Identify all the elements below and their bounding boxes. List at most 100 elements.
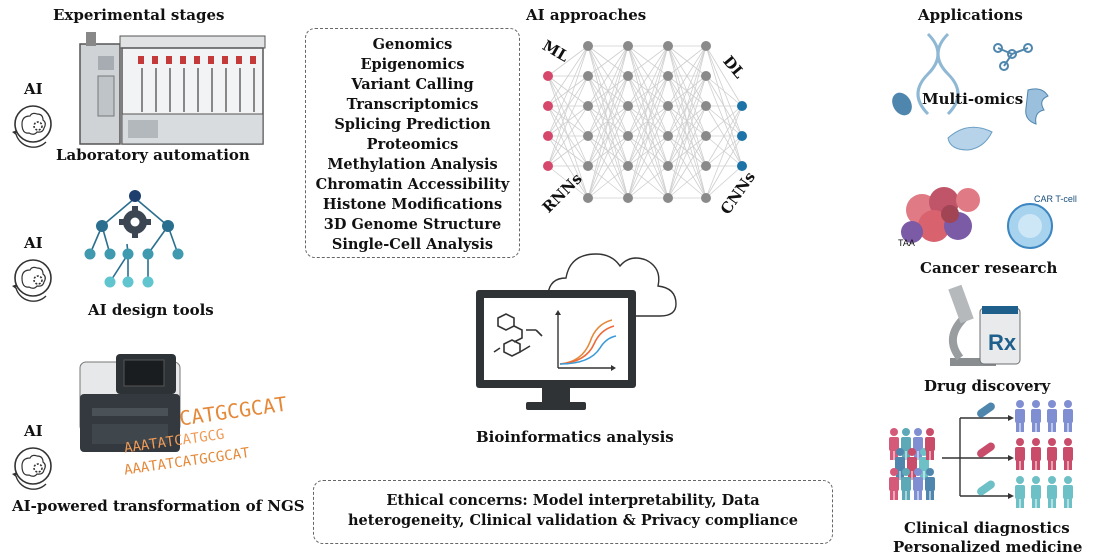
- nn-edge: [587, 45, 629, 199]
- nn-node: [737, 161, 747, 171]
- nn-node: [543, 71, 553, 81]
- person-icon: [1047, 400, 1057, 432]
- nn-edge: [667, 135, 707, 199]
- nn-edge: [667, 45, 707, 77]
- nn-node: [663, 161, 673, 171]
- person-icon: [1063, 400, 1073, 432]
- nn-node: [623, 161, 633, 171]
- pill-icon: [977, 442, 995, 458]
- flow-arrows: [942, 417, 1012, 497]
- nn-edge: [587, 45, 629, 107]
- nn-node: [583, 193, 593, 203]
- computer-monitor-icon: [476, 290, 636, 410]
- ethics-line-2: heterogeneity, Clinical validation & Pri…: [347, 512, 798, 529]
- nn-edge: [667, 45, 707, 199]
- nn-node: [701, 193, 711, 203]
- laboratory-automation-label: Laboratory automation: [56, 146, 250, 164]
- cancer-research-label: Cancer research: [920, 259, 1058, 277]
- approach-item: Single-Cell Analysis: [331, 236, 494, 253]
- people-groups-icon: [889, 400, 1073, 508]
- person-icon: [889, 428, 899, 460]
- person-icon: [1063, 438, 1073, 470]
- sequencer-icon: [79, 354, 181, 452]
- nn-edge: [627, 165, 669, 199]
- person-icon: [895, 448, 905, 480]
- nn-edge: [627, 105, 669, 199]
- ai-brain-gear-icon: [12, 105, 52, 148]
- nn-node: [623, 131, 633, 141]
- person-icon: [1063, 476, 1073, 508]
- nn-node: [543, 161, 553, 171]
- nn-node: [663, 193, 673, 203]
- nn-node: [583, 131, 593, 141]
- ai-label-3: AI: [24, 422, 43, 440]
- nn-edge: [667, 165, 707, 199]
- nn-edge: [705, 165, 743, 199]
- person-icon: [913, 428, 923, 460]
- dna-row-1: CATGCGCAT: [178, 392, 289, 431]
- personalized-medicine-label: Personalized medicine: [893, 538, 1083, 556]
- nn-node: [737, 131, 747, 141]
- neural-network-diagram: [543, 41, 747, 203]
- person-icon: [1031, 438, 1041, 470]
- person-icon: [1015, 476, 1025, 508]
- approach-item: Transcriptomics: [346, 96, 479, 113]
- nn-node: [583, 71, 593, 81]
- pill-icon: [977, 402, 995, 418]
- person-icon: [907, 448, 917, 480]
- nn-edge: [587, 135, 629, 199]
- nn-edge: [547, 45, 589, 107]
- nn-edge: [587, 75, 629, 199]
- approach-item: Genomics: [372, 36, 453, 53]
- nn-edge: [627, 75, 669, 199]
- person-icon: [889, 468, 899, 500]
- nn-edge: [587, 45, 629, 137]
- nn-edge: [627, 45, 669, 167]
- nn-edge: [547, 45, 589, 167]
- arrow-head: [1008, 455, 1014, 461]
- ai-label-1: AI: [24, 80, 43, 98]
- arrow-head: [1008, 415, 1014, 421]
- approach-item: Splicing Prediction: [334, 116, 491, 133]
- nn-edge: [627, 45, 669, 137]
- approach-item: Chromatin Accessibility: [315, 176, 510, 193]
- nn-edge: [705, 105, 743, 199]
- dna-sequence-text-icon: CATGCGCAT AAATATCATGCG AAATATCATGCGCAT: [123, 392, 288, 479]
- car-t-cell-label: CAR T-cell: [1034, 194, 1077, 204]
- nn-node: [663, 41, 673, 51]
- lab-robot-icon: [79, 32, 266, 145]
- ai-label-2: AI: [24, 234, 43, 252]
- nn-edge: [587, 105, 629, 199]
- multi-omics-label: Multi-omics: [922, 90, 1024, 108]
- person-icon: [1031, 400, 1041, 432]
- person-icon: [1031, 476, 1041, 508]
- approach-item: 3D Genome Structure: [323, 216, 502, 233]
- approach-item: Histone Modifications: [322, 196, 503, 213]
- nn-node: [543, 131, 553, 141]
- nn-node: [663, 101, 673, 111]
- molecules-icon: [892, 32, 1049, 151]
- nn-edge: [705, 105, 743, 167]
- nn-node: [737, 101, 747, 111]
- approaches-box: Genomics Epigenomics Variant Calling Tra…: [305, 28, 520, 258]
- approach-item: Proteomics: [366, 136, 459, 153]
- nn-edge: [667, 45, 707, 167]
- taa-label: TAA: [898, 238, 915, 248]
- person-icon: [913, 468, 923, 500]
- arrow-head: [1008, 493, 1014, 499]
- nn-edge: [587, 45, 629, 167]
- ai-approaches-heading: AI approaches: [526, 6, 647, 24]
- person-icon: [1047, 438, 1057, 470]
- approach-item: Epigenomics: [360, 56, 465, 73]
- nn-node: [583, 161, 593, 171]
- rx-label: Rx: [988, 330, 1017, 355]
- bioinformatics-label: Bioinformatics analysis: [476, 428, 674, 446]
- nn-node: [663, 71, 673, 81]
- ai-design-tools-label: AI design tools: [88, 301, 214, 319]
- person-icon: [901, 428, 911, 460]
- nn-node: [623, 193, 633, 203]
- ethical-concerns-box: Ethical concerns: Model interpretability…: [313, 480, 833, 544]
- nn-node: [543, 101, 553, 111]
- person-icon: [901, 468, 911, 500]
- nn-edge: [667, 45, 707, 107]
